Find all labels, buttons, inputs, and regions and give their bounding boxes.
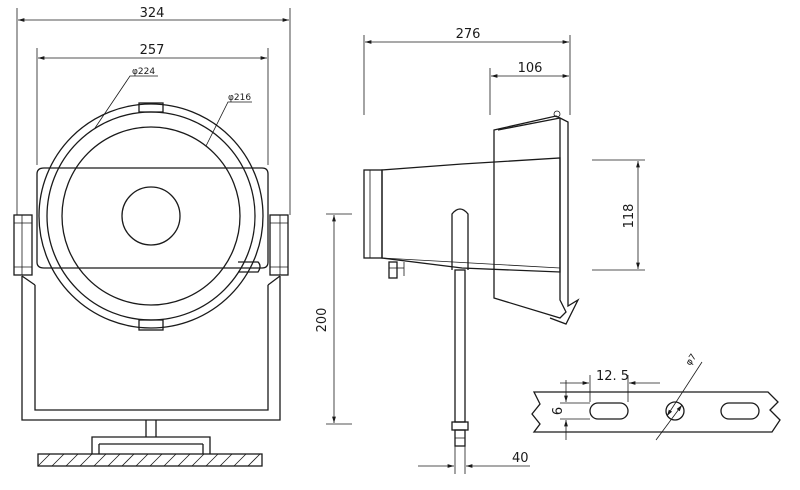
round-hole	[665, 401, 685, 421]
lower-tab	[238, 261, 261, 273]
dim-label-6: 6	[551, 407, 566, 415]
lamp-front-ring	[363, 169, 383, 259]
connector	[388, 261, 398, 279]
leader-216	[205, 101, 252, 147]
front-view: 324 257 φ224 φ216	[13, 6, 291, 467]
leader-7	[666, 361, 703, 417]
pole-cap	[451, 421, 469, 431]
lamp-body-side	[381, 157, 561, 273]
base-plate	[91, 436, 211, 454]
dim-label-200: 200	[315, 308, 330, 333]
lamp-lens	[61, 126, 241, 306]
dim-label-324: 324	[140, 6, 165, 21]
dim-label-276: 276	[456, 27, 481, 42]
top-lug	[138, 102, 164, 113]
dim-label-40: 40	[512, 451, 529, 466]
lamp-bulb	[121, 186, 181, 246]
rear-housing	[493, 115, 567, 319]
pole-shaft	[454, 269, 466, 423]
ground-hatch	[37, 453, 261, 467]
lamp-rim	[46, 111, 256, 321]
dim-label-12-5: 12. 5	[596, 369, 629, 384]
bottom-lug	[138, 319, 164, 331]
left-knob	[13, 214, 33, 276]
dim-label-224: φ224	[132, 67, 155, 77]
slot-left	[589, 402, 629, 420]
u-stand-outer	[21, 276, 281, 421]
dim-label-257: 257	[140, 43, 165, 58]
side-view: 276 106 118 200	[315, 27, 645, 474]
top-screw	[553, 110, 561, 118]
dim-label-216: φ216	[228, 93, 251, 103]
right-knob	[269, 214, 289, 276]
leader-224	[94, 75, 158, 129]
u-stand-inner	[34, 285, 269, 411]
slot-strip	[531, 391, 781, 433]
pole-top	[451, 208, 469, 270]
rear-bracket	[549, 117, 580, 325]
slot-detail: 12. 5 6 φ7	[531, 352, 781, 441]
lamp-outer-ring	[38, 103, 264, 329]
dim-label-106: 106	[518, 61, 543, 76]
dim-label-118: 118	[622, 204, 637, 229]
dim-label-7: φ7	[684, 352, 699, 367]
yoke-bracket	[36, 167, 269, 269]
slot-right	[720, 402, 760, 420]
